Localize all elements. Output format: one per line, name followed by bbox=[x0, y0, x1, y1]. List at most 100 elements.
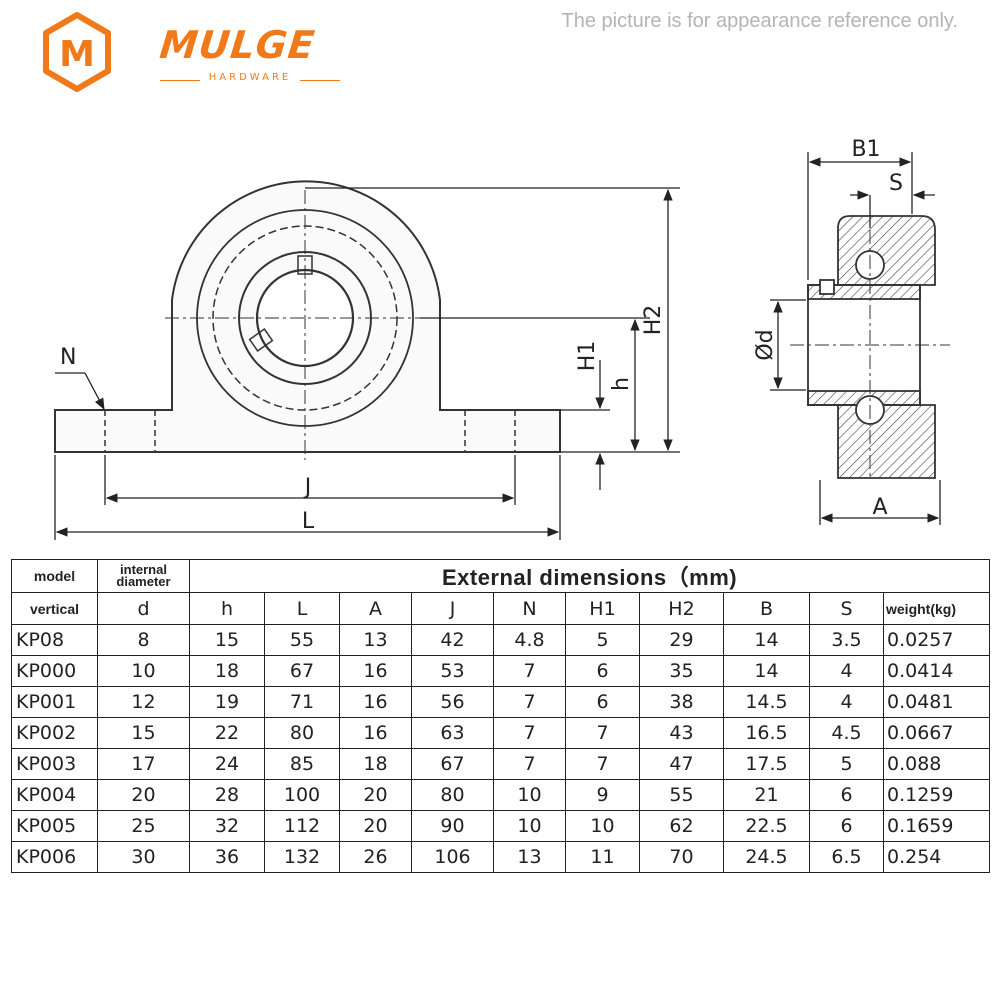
front-dimensions bbox=[54, 187, 680, 540]
weight-cell: 0.1259 bbox=[882, 779, 991, 811]
value-cell: 3.5 bbox=[809, 624, 884, 656]
value-cell: 55 bbox=[264, 624, 340, 656]
model-cell: KP003 bbox=[11, 748, 98, 780]
value-cell: 4.8 bbox=[493, 624, 566, 656]
value-cell: 47 bbox=[639, 748, 724, 780]
value-cell: 53 bbox=[411, 655, 494, 687]
header-vertical: vertical bbox=[11, 592, 98, 625]
value-cell: 6.5 bbox=[809, 841, 884, 873]
value-cell: 43 bbox=[639, 717, 724, 749]
value-cell: 7 bbox=[493, 748, 566, 780]
value-cell: 9 bbox=[565, 779, 640, 811]
label-d: Ød bbox=[753, 329, 778, 360]
value-cell: 42 bbox=[411, 624, 494, 656]
value-cell: 7 bbox=[493, 655, 566, 687]
value-cell: 10 bbox=[97, 655, 190, 687]
brand-logo: M MULGE HARDWARE bbox=[42, 12, 340, 92]
value-cell: 15 bbox=[97, 717, 190, 749]
value-cell: 56 bbox=[411, 686, 494, 718]
symbol-cell: h bbox=[189, 592, 265, 625]
value-cell: 90 bbox=[411, 810, 494, 842]
value-cell: 20 bbox=[339, 779, 412, 811]
value-cell: 13 bbox=[339, 624, 412, 656]
header-external-dimensions: External dimensions（mm) bbox=[188, 559, 991, 593]
value-cell: 7 bbox=[493, 717, 566, 749]
value-cell: 19 bbox=[189, 686, 265, 718]
header-model: model bbox=[11, 559, 98, 593]
symbol-cell: J bbox=[411, 592, 494, 625]
spec-table: model internal diameter External dimensi… bbox=[11, 559, 991, 873]
symbol-cell: S bbox=[809, 592, 884, 625]
value-cell: 14.5 bbox=[723, 686, 810, 718]
logo-divider-left bbox=[160, 80, 200, 81]
value-cell: 17 bbox=[97, 748, 190, 780]
label-h: h bbox=[609, 377, 634, 391]
value-cell: 6 bbox=[809, 810, 884, 842]
value-cell: 8 bbox=[97, 624, 190, 656]
label-S: S bbox=[889, 171, 903, 196]
value-cell: 11 bbox=[565, 841, 640, 873]
value-cell: 30 bbox=[97, 841, 190, 873]
weight-cell: 0.0481 bbox=[882, 686, 991, 718]
symbol-cell: H1 bbox=[565, 592, 640, 625]
value-cell: 20 bbox=[97, 779, 190, 811]
value-cell: 14 bbox=[723, 624, 810, 656]
value-cell: 38 bbox=[639, 686, 724, 718]
value-cell: 80 bbox=[411, 779, 494, 811]
side-view bbox=[790, 215, 950, 479]
label-A: A bbox=[872, 495, 887, 520]
value-cell: 21 bbox=[723, 779, 810, 811]
front-view bbox=[54, 180, 561, 460]
value-cell: 16.5 bbox=[723, 717, 810, 749]
value-cell: 22 bbox=[189, 717, 265, 749]
value-cell: 16 bbox=[339, 717, 412, 749]
header-internal-line2: diameter bbox=[116, 574, 171, 589]
value-cell: 12 bbox=[97, 686, 190, 718]
model-cell: KP002 bbox=[11, 717, 98, 749]
label-B1: B1 bbox=[851, 137, 880, 162]
value-cell: 36 bbox=[189, 841, 265, 873]
label-N: N bbox=[60, 345, 76, 370]
value-cell: 6 bbox=[565, 686, 640, 718]
value-cell: 14 bbox=[723, 655, 810, 687]
value-cell: 10 bbox=[493, 779, 566, 811]
symbol-cell: B bbox=[723, 592, 810, 625]
value-cell: 100 bbox=[264, 779, 340, 811]
set-screw-side bbox=[248, 328, 274, 352]
value-cell: 132 bbox=[264, 841, 340, 873]
value-cell: 32 bbox=[189, 810, 265, 842]
side-set-screw bbox=[819, 279, 835, 295]
value-cell: 16 bbox=[339, 686, 412, 718]
symbol-cell: L bbox=[264, 592, 340, 625]
value-cell: 80 bbox=[264, 717, 340, 749]
value-cell: 35 bbox=[639, 655, 724, 687]
value-cell: 6 bbox=[809, 779, 884, 811]
model-cell: KP004 bbox=[11, 779, 98, 811]
value-cell: 55 bbox=[639, 779, 724, 811]
value-cell: 25 bbox=[97, 810, 190, 842]
technical-drawing: N H2 H1 h J L B1 S Ød A bbox=[54, 137, 950, 540]
value-cell: 22.5 bbox=[723, 810, 810, 842]
symbol-cell: A bbox=[339, 592, 412, 625]
model-cell: KP001 bbox=[11, 686, 98, 718]
value-cell: 24 bbox=[189, 748, 265, 780]
hexagon-logo-icon: M bbox=[43, 12, 111, 92]
spec-table-body: model internal diameter External dimensi… bbox=[11, 559, 991, 873]
weight-cell: 0.088 bbox=[882, 748, 991, 780]
value-cell: 16 bbox=[339, 655, 412, 687]
value-cell: 5 bbox=[809, 748, 884, 780]
value-cell: 26 bbox=[339, 841, 412, 873]
header-weight: weight(kg) bbox=[882, 592, 991, 625]
value-cell: 7 bbox=[565, 717, 640, 749]
model-cell: KP006 bbox=[11, 841, 98, 873]
weight-cell: 0.0667 bbox=[882, 717, 991, 749]
weight-cell: 0.254 bbox=[882, 841, 991, 873]
value-cell: 17.5 bbox=[723, 748, 810, 780]
value-cell: 62 bbox=[639, 810, 724, 842]
